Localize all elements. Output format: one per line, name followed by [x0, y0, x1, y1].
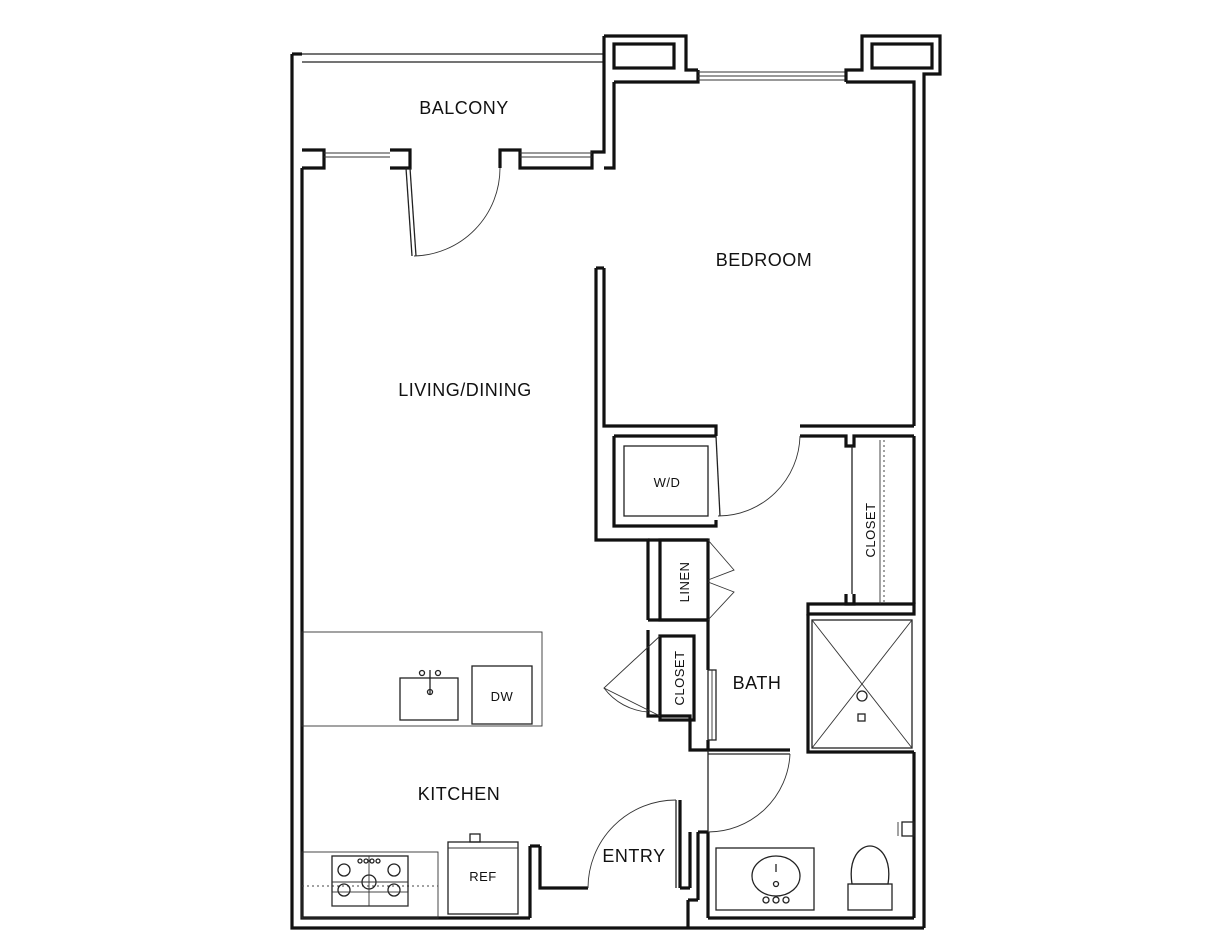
label-dishwasher: DW [491, 689, 514, 704]
room-label-bedroom: BEDROOM [716, 250, 813, 270]
doors [405, 167, 801, 889]
label-washer-dryer: W/D [654, 475, 681, 490]
label-refrigerator: REF [469, 869, 497, 884]
room-label-balcony: BALCONY [419, 98, 509, 118]
room-label-entry: ENTRY [602, 846, 665, 866]
bedroom-walls [594, 266, 916, 620]
room-label-bath: BATH [733, 673, 782, 693]
bath-walls [646, 538, 915, 928]
label-bedroom-closet: CLOSET [863, 502, 878, 557]
kitchen-walls [301, 631, 692, 919]
label-linen: LINEN [677, 562, 692, 603]
room-label-kitchen: KITCHEN [418, 784, 501, 804]
room-label-living-dining: LIVING/DINING [398, 380, 532, 400]
exterior-walls [290, 34, 942, 930]
label-hall-closet: CLOSET [672, 650, 687, 705]
